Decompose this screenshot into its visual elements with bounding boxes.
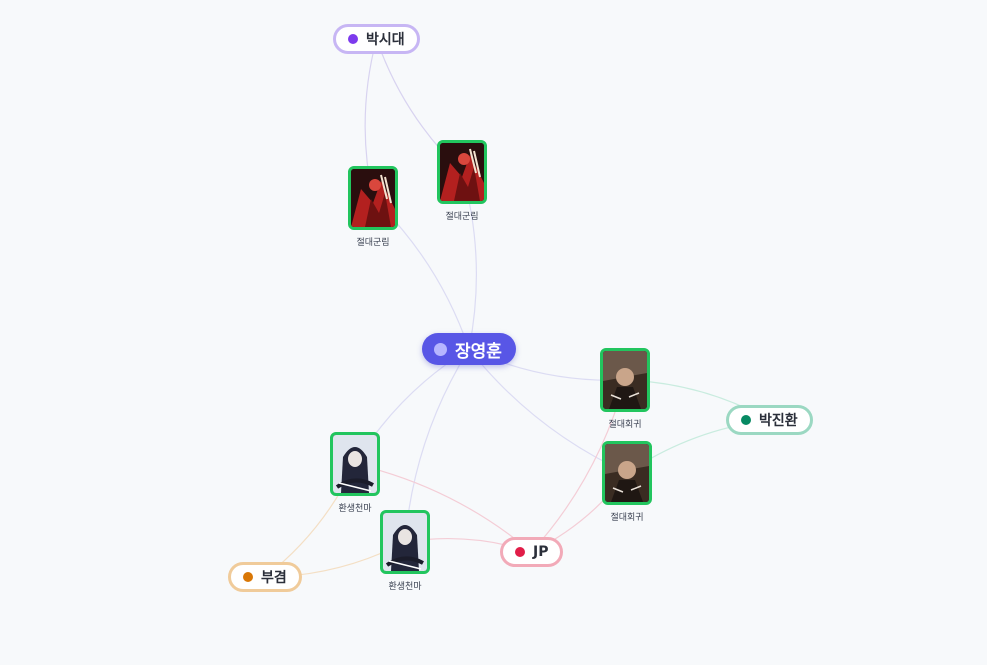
cover-art <box>605 444 649 502</box>
work-card-gunrim-1[interactable]: 절대군림 <box>348 166 398 248</box>
work-cover-image <box>330 432 380 496</box>
work-title: 절대군림 <box>445 212 479 222</box>
work-card-hoegwi-2[interactable]: 절대회귀 <box>602 441 652 523</box>
work-card-gunrim-2[interactable]: 절대군림 <box>437 140 487 222</box>
cover-art <box>603 351 647 409</box>
person-node-park-jinhwan[interactable]: 박진환 <box>726 405 813 435</box>
work-cover-image <box>600 348 650 412</box>
work-title: 절대회귀 <box>610 513 644 523</box>
work-cover-image <box>437 140 487 204</box>
work-card-cheonma-1[interactable]: 환생천마 <box>330 432 380 514</box>
center-person-dot <box>434 342 447 356</box>
person-node-jp[interactable]: JP <box>500 537 564 567</box>
work-title: 환생천마 <box>338 504 372 514</box>
person-dot <box>741 415 751 425</box>
work-card-cheonma-2[interactable]: 환생천마 <box>380 510 430 592</box>
person-dot <box>243 572 253 582</box>
person-name: 부겸 <box>261 570 287 586</box>
person-name: JP <box>533 544 549 560</box>
work-cover-image <box>380 510 430 574</box>
person-name: 박시대 <box>366 32 405 48</box>
work-card-hoegwi-1[interactable]: 절대회귀 <box>600 348 650 430</box>
center-person-node[interactable]: 장영훈 <box>422 333 516 365</box>
work-cover-image <box>602 441 652 505</box>
person-name: 박진환 <box>759 413 798 429</box>
cover-art <box>351 169 395 227</box>
center-person-name: 장영훈 <box>455 341 502 362</box>
cover-art <box>333 435 377 493</box>
person-dot <box>348 34 358 44</box>
cover-art <box>440 143 484 201</box>
person-node-bugyeom[interactable]: 부겸 <box>228 562 302 592</box>
person-dot <box>515 547 525 557</box>
person-node-park-sidae[interactable]: 박시대 <box>333 24 420 54</box>
work-title: 절대회귀 <box>608 420 642 430</box>
cover-art <box>383 513 427 571</box>
work-title: 절대군림 <box>356 238 390 248</box>
work-title: 환생천마 <box>388 582 422 592</box>
work-cover-image <box>348 166 398 230</box>
